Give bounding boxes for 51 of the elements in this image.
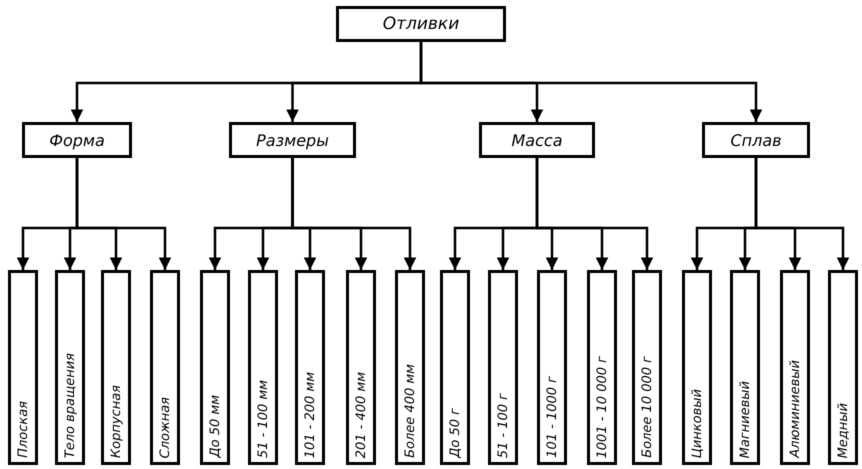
category-label: Медный: [836, 402, 850, 458]
category-label: Плоская: [16, 401, 30, 458]
category-label: 201 - 400 мм: [354, 372, 368, 458]
category-box: [200, 270, 230, 465]
category-label: 101 - 200 мм: [302, 372, 318, 458]
category-box: [395, 270, 425, 465]
category-box: [828, 270, 858, 465]
category-label: 101 - 1000 г: [544, 376, 560, 458]
category-label: Сложная: [158, 396, 172, 458]
category-label: 1001 - 10 000 г: [594, 356, 610, 458]
category-box: [248, 270, 278, 465]
arrow: [291, 158, 416, 270]
group-box: [479, 122, 595, 158]
category-box: [632, 270, 662, 465]
category-box: [780, 270, 810, 465]
category-label: Алюминиевый: [788, 360, 802, 458]
category-label: Тело вращения: [62, 352, 78, 458]
category-box: [55, 270, 85, 465]
category-label: Корпусная: [108, 384, 124, 458]
root-box: [336, 6, 506, 42]
category-box: [295, 270, 325, 465]
arrow: [420, 42, 762, 122]
category-label: До 50 мм: [208, 395, 222, 458]
group-label: Размеры: [256, 130, 329, 150]
category-label: Более 10 000 г: [640, 356, 654, 458]
group-box: [22, 122, 132, 158]
arrow: [754, 158, 850, 270]
category-box: [8, 270, 38, 465]
group-label: Форма: [49, 130, 105, 150]
group-label: Сплав: [730, 130, 782, 150]
category-box: [440, 270, 470, 465]
category-box: [101, 270, 131, 465]
arrow: [76, 158, 172, 270]
arrow: [536, 158, 654, 270]
group-box: [229, 122, 356, 158]
category-box: [587, 270, 617, 465]
category-label: Цинковый: [690, 388, 704, 458]
category-box: [730, 270, 760, 465]
category-label: Более 400 мм: [402, 364, 418, 458]
category-label: 51 - 100 г: [496, 392, 510, 458]
category-label: До 50 г: [448, 408, 462, 458]
category-box: [346, 270, 376, 465]
group-label: Масса: [511, 130, 562, 150]
category-box: [537, 270, 567, 465]
group-box: [702, 122, 810, 158]
category-box: [488, 270, 518, 465]
root-label: Отливки: [382, 14, 460, 34]
category-box: [682, 270, 712, 465]
category-label: 51 - 100 мм: [256, 380, 270, 458]
category-label: Магниевый: [738, 380, 752, 458]
category-box: [150, 270, 180, 465]
